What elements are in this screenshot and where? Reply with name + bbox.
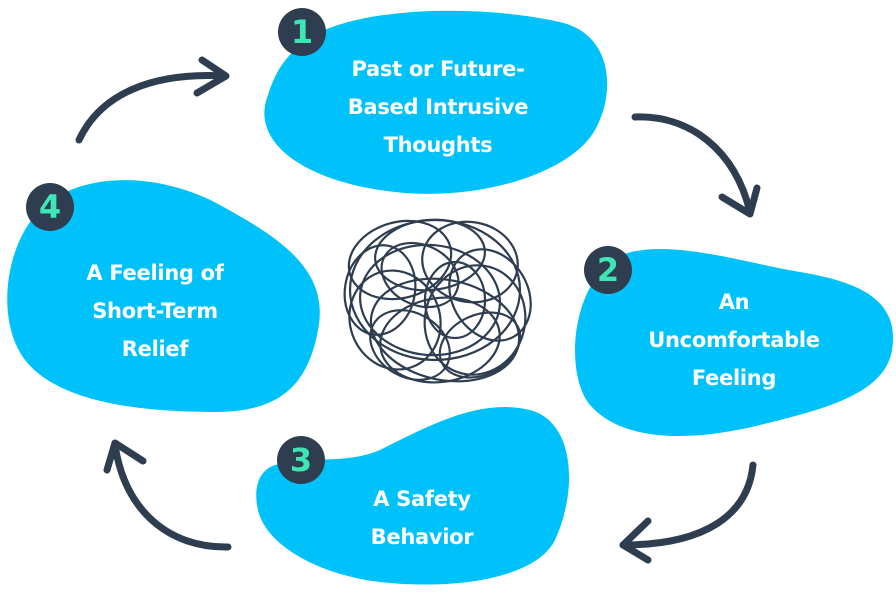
- tangled-scribble-icon: [343, 218, 532, 384]
- arrow-4-to-1: [75, 56, 230, 144]
- scribble-loop: [438, 311, 522, 379]
- scribble-loop: [348, 269, 442, 371]
- step-3-blob: [256, 407, 570, 585]
- step-2-line-3: Feeling: [691, 366, 777, 390]
- step-3-badge: 3: [277, 436, 325, 484]
- scribble-loop: [347, 219, 453, 301]
- step-1-label: Past or Future- Based Intrusive Thoughts: [348, 50, 529, 164]
- step-4-label: A Feeling of Short-Term Relief: [86, 254, 224, 368]
- step-1-line-2: Based Intrusive: [347, 95, 529, 119]
- scribble-loop: [359, 243, 501, 357]
- step-4-badge: 4: [26, 183, 74, 231]
- step-3-label: A Safety Behavior: [371, 480, 474, 556]
- step-3-line-2: Behavior: [370, 525, 474, 549]
- step-2-line-2: Uncomfortable: [648, 328, 820, 352]
- scribble-loop: [380, 241, 460, 309]
- scribble-loop: [369, 309, 451, 381]
- step-2-badge: 2: [584, 246, 632, 294]
- arrow-1-to-2: [631, 113, 761, 218]
- scribble-loop: [348, 218, 522, 362]
- scribble-loop: [448, 248, 532, 342]
- step-2-blob: [575, 248, 894, 437]
- arrow-3-to-4: [103, 439, 232, 551]
- step-2-line-1: An: [718, 290, 750, 314]
- step-4-line-3: Relief: [121, 337, 189, 361]
- step-3-line-1: A Safety: [373, 487, 471, 511]
- step-4-blob: [7, 180, 320, 412]
- step-1-badge: 1: [278, 8, 326, 56]
- scribble-loop: [423, 260, 487, 340]
- step-1-line-1: Past or Future-: [351, 57, 525, 81]
- step-4-line-2: Short-Term: [92, 299, 218, 323]
- step-2-label: An Uncomfortable Feeling: [648, 283, 820, 397]
- step-4-line-1: A Feeling of: [86, 261, 224, 285]
- step-1-line-3: Thoughts: [383, 133, 493, 157]
- arrow-2-to-3: [619, 461, 757, 564]
- step-1-blob: [264, 10, 608, 194]
